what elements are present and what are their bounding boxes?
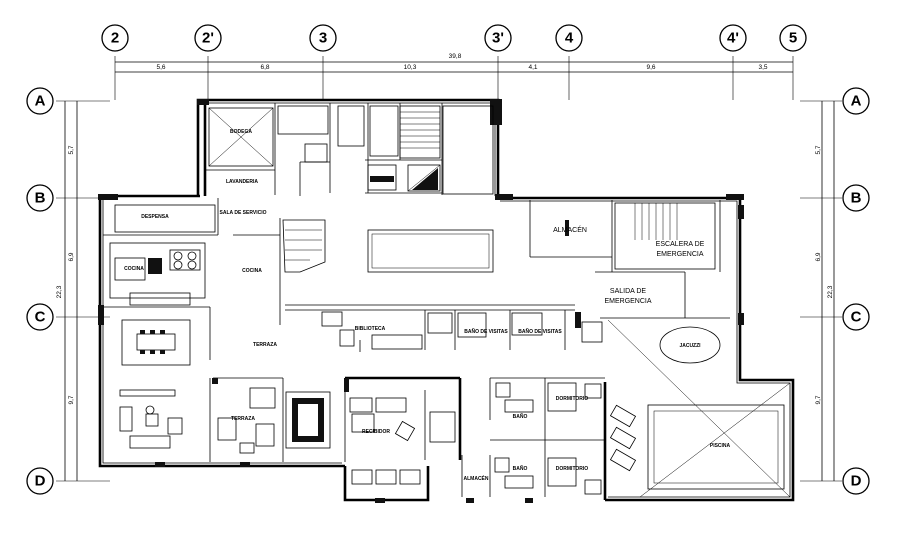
label-bano-2: BAÑO (513, 465, 528, 472)
axis-bubble-B-left: B (26, 184, 54, 212)
axis-bubble-A-left: A (26, 87, 54, 115)
dim-right-2: 6,9 (815, 252, 822, 261)
axis-bubble-D-right: D (842, 467, 870, 495)
label-terraza-2: TERRAZA (253, 342, 277, 348)
label-bodega: BODEGA (230, 129, 252, 135)
main-stair-treads (400, 111, 440, 149)
label-salida-2: EMERGENCIA (604, 298, 651, 305)
label-salida-1: SALIDA DE (610, 288, 647, 295)
label-escalera-2: EMERGENCIA (656, 251, 703, 258)
biblioteca-area: BIBLIOTECA (321, 311, 423, 350)
label-jacuzzi: JACUZZI (679, 343, 701, 349)
axis-bubble-3: 3 (309, 24, 337, 52)
dim-top-5: 9,6 (646, 64, 655, 71)
exterior-walls (98, 98, 795, 502)
interior-walls (103, 103, 730, 497)
wall-fills (98, 99, 744, 503)
rug-area (285, 391, 331, 449)
label-escalera-1: ESCALERA DE (656, 241, 705, 248)
right-dimensions: 22,3 5,7 6,9 9,7 (815, 101, 835, 481)
terrace-area: JACUZZI PISCINA (607, 319, 791, 498)
recibidor-area: RECIBIDOR (349, 397, 421, 485)
label-terraza-1: TERRAZA (231, 416, 255, 422)
service-core (277, 105, 494, 195)
label-bano-1: BAÑO (513, 413, 528, 420)
axis-bubble-4p: 4' (719, 24, 747, 52)
svg-text:2: 2 (111, 30, 119, 47)
axis-bubble-C-left: C (26, 303, 54, 331)
axis-bubble-A-right: A (842, 87, 870, 115)
dim-top-6: 3,5 (758, 64, 767, 71)
svg-text:5: 5 (789, 30, 797, 47)
label-lavanderia: LAVANDERIA (226, 179, 258, 185)
svg-text:C: C (35, 309, 46, 326)
label-despensa: DESPENSA (141, 214, 169, 220)
dim-top-3: 10,3 (404, 64, 417, 71)
label-bano-visitas-1: BAÑO DE VISITAS (464, 328, 508, 335)
emergency-stair (614, 202, 716, 270)
axis-bubble-2: 2 (101, 24, 129, 52)
axis-bubble-3p: 3' (484, 24, 512, 52)
service-stair (282, 219, 326, 273)
living-area (119, 389, 183, 449)
bath-block: BAÑO DE VISITAS BAÑO DE VISITAS (427, 312, 603, 343)
axis-bubble-5: 5 (779, 24, 807, 52)
label-piscina: PISCINA (710, 443, 731, 449)
grid-lines (56, 56, 842, 482)
svg-text:D: D (851, 473, 862, 490)
dim-left-1: 5,7 (68, 145, 75, 154)
svg-text:4: 4 (565, 30, 574, 47)
counter-despensa (114, 204, 216, 233)
bedroom-block: BAÑO BAÑO DORMITORIO DORMITORIO (494, 382, 602, 495)
svg-text:3': 3' (492, 30, 504, 47)
axis-bubble-2p: 2' (194, 24, 222, 52)
dining-area (121, 319, 191, 366)
dim-top-4: 4,1 (528, 64, 537, 71)
left-dimensions: 22,3 5,7 6,9 9,7 (56, 101, 78, 481)
label-sala-servicio: SALA DE SERVICIO (220, 210, 267, 216)
lounge-area (217, 387, 276, 454)
label-almacen-2: ALMACÉN (464, 474, 489, 482)
label-biblioteca: BIBLIOTECA (355, 326, 386, 332)
axis-bubble-C-right: C (842, 303, 870, 331)
bathtub (429, 411, 456, 443)
label-bano-visitas-2: BAÑO DE VISITAS (518, 328, 562, 335)
dim-left-3: 9,7 (68, 395, 75, 404)
label-cocina-small: COCINA (124, 266, 144, 272)
axis-bubble-4: 4 (555, 24, 583, 52)
label-cocina: COCINA (242, 268, 262, 274)
dim-right-1: 5,7 (815, 145, 822, 154)
svg-text:4': 4' (727, 30, 739, 47)
svg-text:B: B (35, 190, 46, 207)
axis-bubble-D-left: D (26, 467, 54, 495)
dim-left-2: 6,9 (68, 252, 75, 261)
svg-text:2': 2' (202, 30, 214, 47)
top-dimensions: 39,8 5,6 6,8 10,3 4,1 9,6 3,5 (115, 53, 793, 73)
label-dormitorio-2: DORMITORIO (556, 466, 589, 472)
svg-text:B: B (851, 190, 862, 207)
dim-total-left: 22,3 (56, 285, 63, 298)
svg-text:D: D (35, 473, 46, 490)
label-almacen: ALMACÉN (553, 225, 587, 234)
label-dormitorio-1: DORMITORIO (556, 396, 589, 402)
svg-text:A: A (35, 93, 46, 110)
dim-total-right: 22,3 (827, 285, 834, 298)
dim-total-top: 39,8 (449, 53, 462, 60)
axis-bubble-B-right: B (842, 184, 870, 212)
central-atrium (367, 229, 494, 273)
label-recibidor: RECIBIDOR (362, 429, 390, 435)
room-bodega: BODEGA (208, 107, 274, 167)
svg-text:C: C (851, 309, 862, 326)
svg-text:3: 3 (319, 30, 327, 47)
dim-top-1: 5,6 (156, 64, 165, 71)
dim-top-2: 6,8 (260, 64, 269, 71)
kitchen-island (109, 242, 206, 306)
dim-right-3: 9,7 (815, 395, 822, 404)
svg-text:A: A (851, 93, 862, 110)
